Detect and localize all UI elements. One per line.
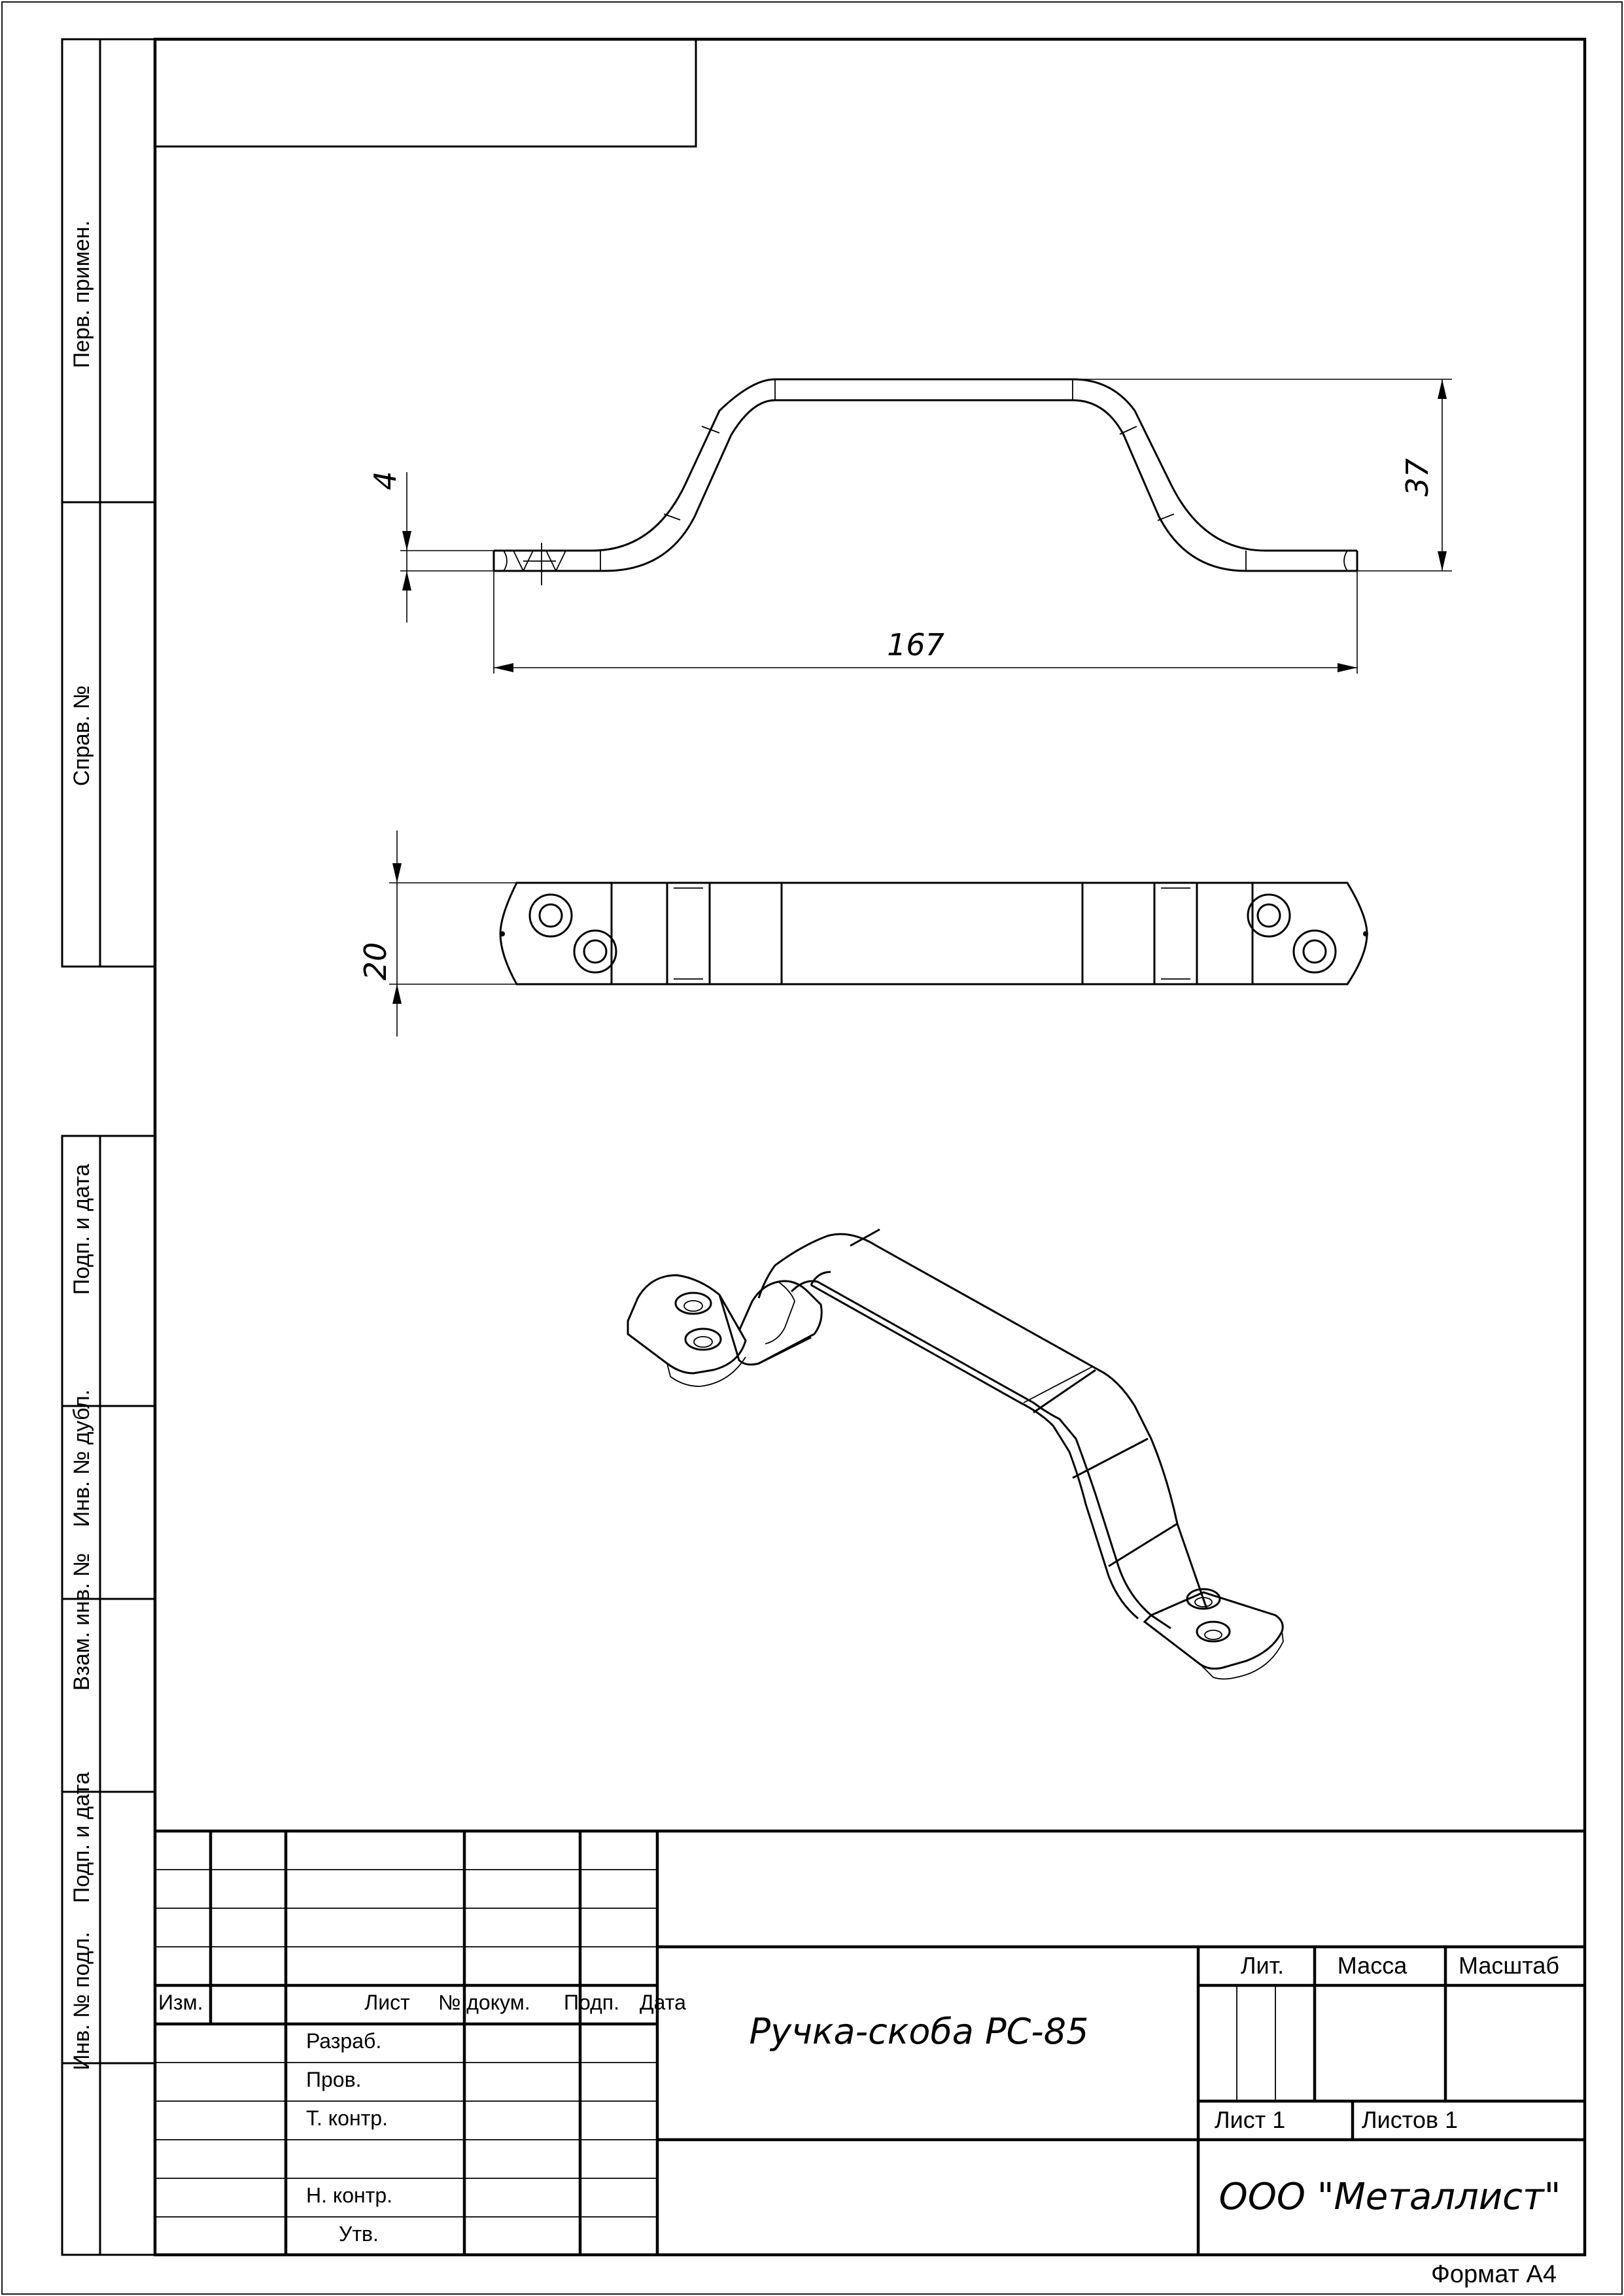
stamp-inv-dubl: Инв. № дубл. (69, 1390, 94, 1528)
drawing-frame (153, 37, 1587, 2257)
stamp-sprav-no: Справ. № (69, 685, 94, 786)
tb-row-prov: Пров. (306, 2068, 361, 2091)
dim-width: 20 (358, 831, 517, 1037)
dim-length-label: 167 (887, 627, 944, 662)
tb-lit: Лит. (1241, 1952, 1284, 1979)
tb-col-data: Дата (640, 1991, 686, 2014)
tb-row-nkontr: Н. контр. (306, 2184, 392, 2207)
left-stamp-lower (61, 1135, 156, 2256)
dim-height-label: 37 (1400, 458, 1435, 497)
stamp-vzam-inv: Взам. инв. № (69, 1553, 94, 1691)
tb-row-razrab: Разраб. (306, 2029, 381, 2053)
tb-masshtab: Масштаб (1459, 1952, 1559, 1979)
tb-col-docum: № докум. (438, 1991, 530, 2014)
stamp-podp-data-1: Подп. и дата (69, 1164, 94, 1295)
dim-width-label: 20 (358, 942, 393, 981)
tb-col-izm: Изм. (158, 1991, 203, 2014)
tb-sheets: Листов 1 (1362, 2106, 1458, 2133)
stamp-podp-data-2: Подп. и дата (69, 1772, 94, 1903)
tb-col-list: Лист (364, 1991, 410, 2014)
dim-thickness-label: 4 (368, 471, 403, 490)
dim-height: 37 (1073, 379, 1452, 572)
title-block (155, 1829, 1585, 2255)
stamp-inv-podl: Инв. № подл. (69, 1932, 94, 2070)
tb-massa: Масса (1338, 1952, 1408, 1979)
tb-company: ООО "Металлист" (1219, 2176, 1561, 2218)
tb-sheet: Лист 1 (1215, 2106, 1285, 2133)
tb-row-tkontr: Т. контр. (306, 2106, 388, 2130)
tb-row-utv: Утв. (339, 2222, 379, 2246)
tb-col-podp: Подп. (564, 1991, 619, 2014)
tb-part-name: Ручка-скоба РС-85 (750, 2011, 1089, 2052)
dim-length: 167 (493, 571, 1358, 674)
stamp-perv-primen: Перв. примен. (69, 220, 94, 368)
top-view (499, 882, 1368, 985)
format-label: Формат А4 (1431, 2261, 1557, 2288)
left-stamp-upper (61, 38, 156, 968)
dim-thickness: 4 (368, 471, 494, 623)
front-view (492, 378, 1358, 585)
isometric-view (627, 1228, 1284, 1680)
top-left-box (154, 38, 697, 148)
